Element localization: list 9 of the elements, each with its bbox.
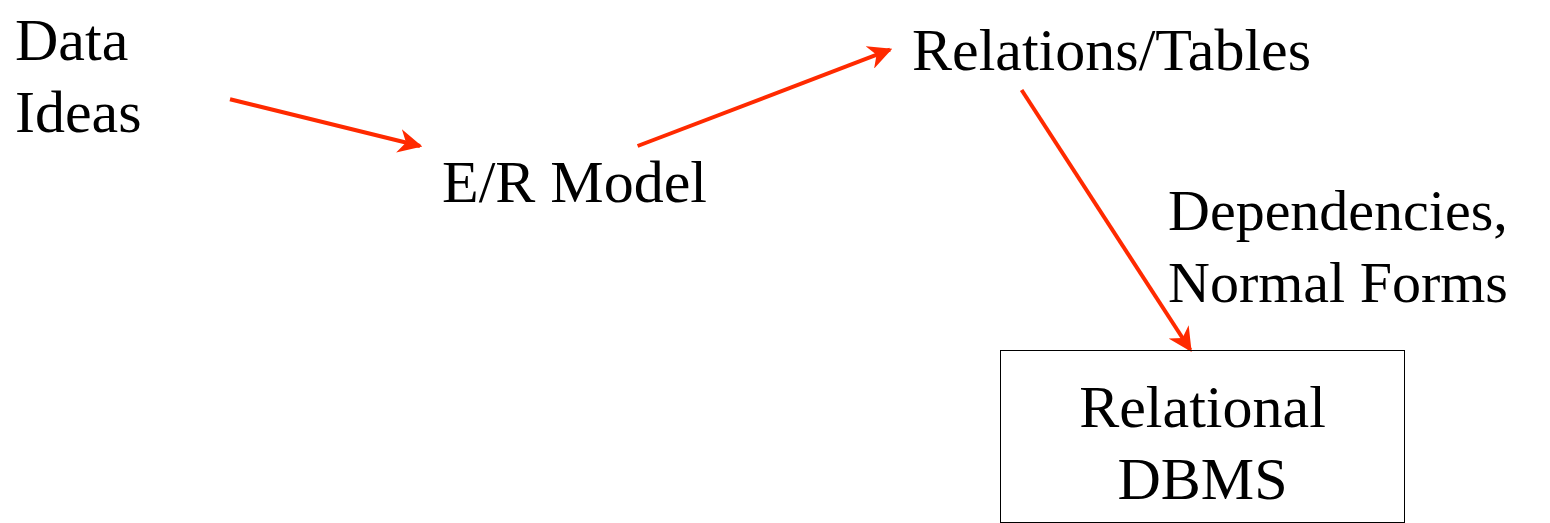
- concept-name: Relations/Tables: [912, 16, 1313, 85]
- arrow: [636, 46, 893, 148]
- concept-name: E/R Model: [442, 148, 708, 217]
- concept-name: Data Ideas: [15, 6, 143, 147]
- arrow: [1019, 88, 1193, 352]
- system-box: [1000, 350, 1405, 523]
- system-name: Relational DBMS: [1078, 373, 1327, 514]
- edge-label: Dependencies, Normal Forms: [1168, 177, 1509, 317]
- arrow: [229, 97, 423, 153]
